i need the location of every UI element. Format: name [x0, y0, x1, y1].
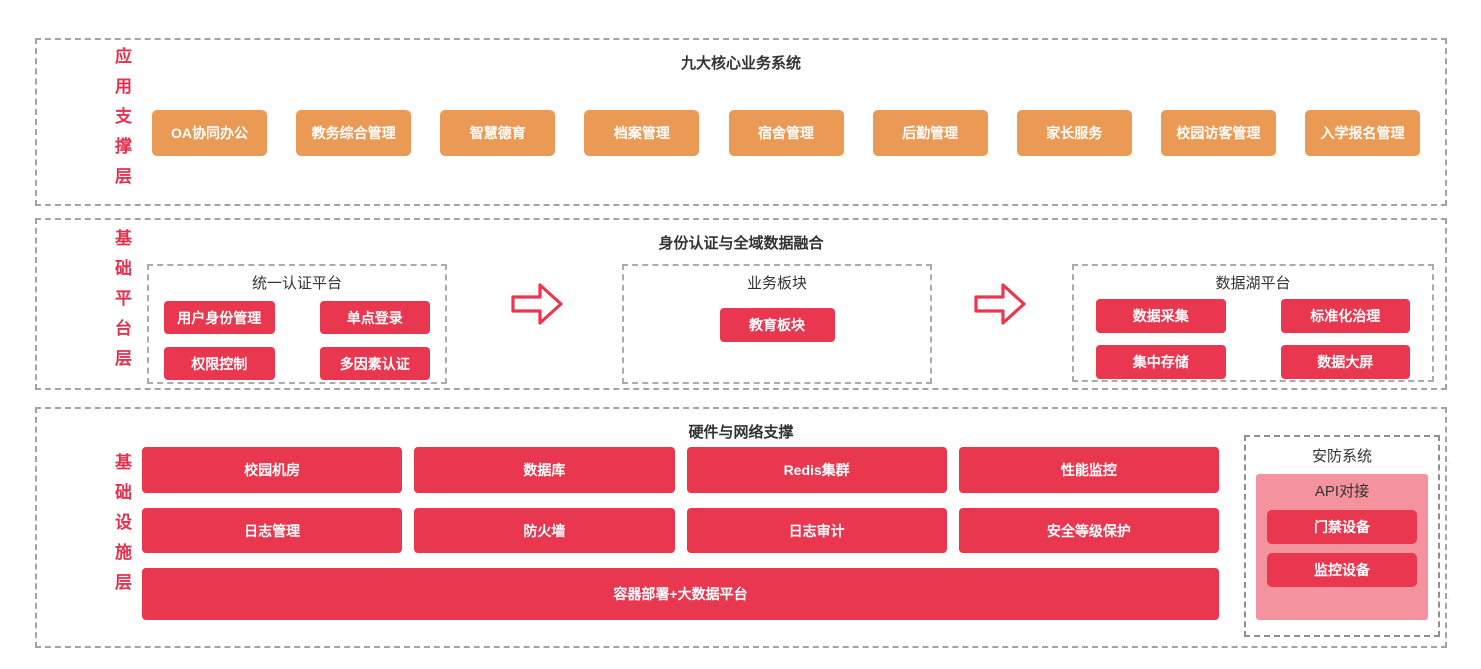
infra-box-firewall: 防火墙 [414, 508, 675, 553]
infra-box-database: 数据库 [414, 447, 675, 493]
lake-box-standard-governance: 标准化治理 [1280, 299, 1410, 333]
auth-box-identity-mgmt: 用户身份管理 [164, 301, 275, 334]
infra-box-container-bigdata-platform: 容器部署+大数据平台 [142, 568, 1219, 620]
layer-base-platform: 基础平台层 身份认证与全域数据融合 统一认证平台 用户身份管理 单点登录 权限控… [35, 218, 1447, 390]
layer-title-core-systems: 九大核心业务系统 [680, 55, 801, 72]
app-box-oa: OA协同办公 [152, 110, 267, 156]
lake-box-data-collection: 数据采集 [1096, 299, 1226, 333]
panel-title-unified-auth: 统一认证平台 [251, 275, 342, 292]
layer-title-hardware-network: 硬件与网络支撑 [688, 424, 794, 441]
layer-label-application-support: 应用支撑层 [112, 47, 131, 197]
infra-box-log-management: 日志管理 [142, 508, 403, 553]
auth-box-permission-control: 权限控制 [164, 347, 275, 380]
app-box-archives: 档案管理 [584, 110, 700, 156]
flow-arrow-icon [511, 283, 563, 325]
layer-title-identity-data-fusion: 身份认证与全域数据融合 [658, 235, 824, 252]
security-box-surveillance-devices: 监控设备 [1267, 553, 1417, 587]
data-lake-grid: 数据采集 标准化治理 集中存储 数据大屏 [1074, 293, 1432, 379]
app-box-parent-service: 家长服务 [1016, 110, 1132, 156]
layer-label-infrastructure: 基础设施层 [112, 452, 131, 603]
lake-box-central-storage: 集中存储 [1096, 345, 1226, 379]
auth-grid: 用户身份管理 单点登录 权限控制 多因素认证 [149, 293, 445, 380]
layer-label-base-platform: 基础平台层 [112, 229, 131, 379]
business-body: 教育板块 [624, 293, 930, 342]
api-integration-box: API对接 门禁设备 监控设备 [1256, 474, 1428, 620]
api-integration-title: API对接 [1314, 483, 1370, 500]
infra-box-campus-server-room: 校园机房 [142, 447, 403, 493]
panel-security-system: 安防系统 API对接 门禁设备 监控设备 [1244, 435, 1440, 637]
panel-unified-auth: 统一认证平台 用户身份管理 单点登录 权限控制 多因素认证 [147, 264, 447, 384]
auth-box-mfa: 多因素认证 [319, 347, 430, 380]
infrastructure-grid: 校园机房 数据库 Redis集群 性能监控 日志管理 防火墙 日志审计 安全等级… [142, 447, 1219, 620]
infra-box-performance-monitoring: 性能监控 [958, 447, 1219, 493]
auth-box-sso: 单点登录 [319, 301, 430, 334]
panel-title-security-system: 安防系统 [1311, 448, 1372, 465]
infra-box-redis-cluster: Redis集群 [686, 447, 947, 493]
panel-title-data-lake: 数据湖平台 [1215, 275, 1291, 292]
app-systems-row: OA协同办公 教务综合管理 智慧德育 档案管理 宿舍管理 后勤管理 家长服务 校… [152, 110, 1420, 156]
app-box-logistics: 后勤管理 [872, 110, 988, 156]
security-box-access-control-devices: 门禁设备 [1267, 510, 1417, 544]
infra-box-log-audit: 日志审计 [686, 508, 947, 553]
business-box-education: 教育板块 [719, 308, 835, 342]
app-box-visitor-mgmt: 校园访客管理 [1160, 110, 1276, 156]
app-box-enrollment: 入学报名管理 [1305, 110, 1420, 156]
app-box-moral-education: 智慧德育 [440, 110, 556, 156]
layer-infrastructure: 基础设施层 硬件与网络支撑 校园机房 数据库 Redis集群 性能监控 日志管理… [35, 407, 1447, 648]
app-box-academic-mgmt: 教务综合管理 [296, 110, 412, 156]
panel-business-section: 业务板块 教育板块 [622, 264, 932, 384]
flow-arrow-icon [974, 283, 1026, 325]
layer-application-support: 应用支撑层 九大核心业务系统 OA协同办公 教务综合管理 智慧德育 档案管理 宿… [35, 38, 1447, 206]
panel-data-lake: 数据湖平台 数据采集 标准化治理 集中存储 数据大屏 [1072, 264, 1434, 382]
lake-box-data-dashboard: 数据大屏 [1280, 345, 1410, 379]
app-box-dormitory: 宿舍管理 [728, 110, 844, 156]
panel-title-business-section: 业务板块 [746, 275, 807, 292]
infra-box-security-level-protection: 安全等级保护 [958, 508, 1219, 553]
